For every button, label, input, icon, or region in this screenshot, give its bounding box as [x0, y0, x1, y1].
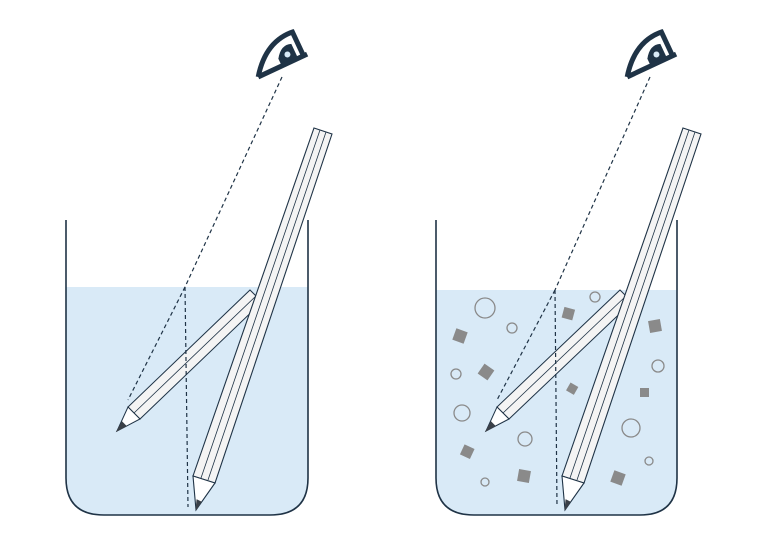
- right-panel: [435, 29, 702, 516]
- particles-right: [452, 306, 662, 486]
- refracted-ray-left: [127, 286, 186, 401]
- bubble: [453, 404, 471, 422]
- true-ray-right: [554, 289, 558, 508]
- true-ray-left: [184, 286, 189, 508]
- particle: [566, 382, 579, 395]
- bubble: [621, 418, 641, 438]
- sight-line-right: [554, 76, 651, 291]
- eye-icon: [624, 29, 678, 80]
- bubble: [651, 359, 665, 373]
- sight-line-left: [184, 76, 283, 288]
- real-pencil-left: [192, 127, 333, 512]
- bubble: [474, 297, 496, 319]
- bubble: [480, 477, 490, 487]
- bubbles-right: [450, 291, 665, 487]
- particle: [477, 363, 495, 381]
- eye-icon: [255, 29, 309, 80]
- bubble: [517, 431, 533, 447]
- bubble: [589, 291, 601, 303]
- particle: [561, 306, 576, 321]
- particle: [517, 469, 531, 483]
- real-pencil-right: [561, 127, 702, 512]
- particle: [610, 470, 626, 486]
- bubble: [644, 456, 654, 466]
- particle: [648, 319, 662, 333]
- bubble: [450, 368, 462, 380]
- beaker-right: [435, 220, 678, 516]
- left-panel: [65, 29, 333, 516]
- particle: [459, 444, 475, 459]
- particle: [452, 328, 468, 344]
- bubble: [506, 322, 518, 334]
- beaker-left: [65, 220, 309, 516]
- particle: [640, 388, 649, 397]
